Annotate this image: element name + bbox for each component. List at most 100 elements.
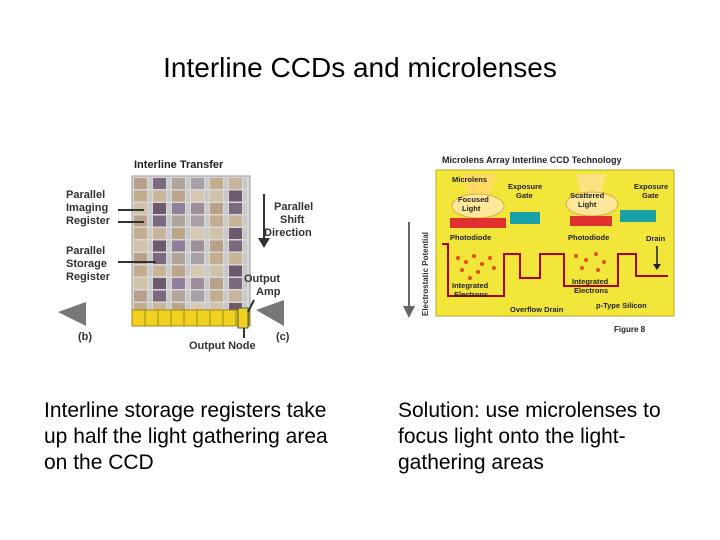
storage-cell xyxy=(148,290,152,302)
storage-cell xyxy=(243,215,247,227)
potential-axis-arrowhead xyxy=(403,306,415,318)
storage-cell xyxy=(186,290,190,302)
pixel-cell xyxy=(134,203,147,214)
label-line: Parallel xyxy=(66,245,105,257)
storage-cell xyxy=(186,278,190,289)
storage-cell xyxy=(205,253,209,264)
storage-cell xyxy=(167,228,171,239)
pixel-cell xyxy=(191,290,204,302)
pixel-cell xyxy=(172,178,185,189)
pixel-cell xyxy=(210,290,223,302)
pixel-cell xyxy=(229,240,242,252)
storage-cell xyxy=(243,240,247,252)
storage-cell xyxy=(167,303,171,314)
pixel-cell xyxy=(153,240,166,252)
parallel-storage-register-label: Parallel Storage Register xyxy=(66,245,111,283)
storage-cell xyxy=(186,178,190,189)
storage-cell xyxy=(148,190,152,202)
storage-cell xyxy=(148,253,152,264)
pixel-cell xyxy=(153,228,166,239)
pixel-cell xyxy=(191,278,204,289)
pixel-cell xyxy=(191,303,204,314)
pixel-cell xyxy=(153,203,166,214)
pixel-cell xyxy=(210,278,223,289)
storage-cell xyxy=(205,278,209,289)
pixel-cell xyxy=(191,265,204,277)
pixel-cell xyxy=(153,253,166,264)
storage-cell xyxy=(224,290,228,302)
pixel-cell xyxy=(172,228,185,239)
storage-cell xyxy=(243,178,247,189)
left-triangle-icon xyxy=(58,302,86,326)
pixel-cell xyxy=(229,278,242,289)
scattered-light-label: Light xyxy=(578,200,597,209)
storage-cell xyxy=(148,203,152,214)
pixel-cell xyxy=(153,190,166,202)
photodiode-left-top xyxy=(450,218,506,228)
pixel-cells xyxy=(134,178,247,314)
pixel-cell xyxy=(172,303,185,314)
pixel-cell xyxy=(191,203,204,214)
pixel-cell xyxy=(172,265,185,277)
storage-cell xyxy=(186,190,190,202)
storage-cell xyxy=(167,215,171,227)
integrated-electrons-left-label: Integrated xyxy=(452,281,489,290)
interline-transfer-diagram: Interline Transfer Parallel Imaging Regi… xyxy=(58,150,320,360)
label-line: Amp xyxy=(256,286,281,298)
storage-cell xyxy=(243,228,247,239)
pixel-cell xyxy=(229,303,242,314)
storage-cell xyxy=(224,190,228,202)
storage-cell xyxy=(243,278,247,289)
storage-cell xyxy=(186,215,190,227)
pixel-cell xyxy=(229,253,242,264)
storage-cell xyxy=(205,265,209,277)
storage-cell xyxy=(224,265,228,277)
pixel-cell xyxy=(229,178,242,189)
horizontal-register-cells xyxy=(144,310,250,326)
storage-cell xyxy=(186,203,190,214)
storage-cell xyxy=(205,303,209,314)
electrostatic-potential-label: Electrostatic Potential xyxy=(421,232,430,316)
storage-cell xyxy=(243,290,247,302)
pixel-cell xyxy=(229,215,242,227)
pixel-cell xyxy=(172,290,185,302)
potential-well-line xyxy=(442,243,668,297)
photodiode-right-top xyxy=(570,216,612,226)
horizontal-register xyxy=(131,309,251,327)
electrons-left xyxy=(456,254,496,280)
storage-cell xyxy=(186,240,190,252)
left-caption: Interline storage registers take up half… xyxy=(44,399,328,474)
electrons-right xyxy=(574,252,606,272)
pixel-cell xyxy=(191,228,204,239)
storage-cell xyxy=(205,190,209,202)
storage-cell xyxy=(224,278,228,289)
storage-cell xyxy=(243,253,247,264)
storage-cell xyxy=(205,240,209,252)
p-type-silicon-label: p-Type Silicon xyxy=(596,301,647,310)
pixel-cell xyxy=(229,190,242,202)
pixel-cell xyxy=(153,290,166,302)
storage-cell xyxy=(186,265,190,277)
storage-cell xyxy=(148,278,152,289)
pixel-cell xyxy=(153,265,166,277)
exposure-gate-left-label: Gate xyxy=(516,191,533,200)
storage-cell xyxy=(167,278,171,289)
pixel-cell xyxy=(134,290,147,302)
storage-cell xyxy=(148,178,152,189)
storage-cell xyxy=(148,215,152,227)
output-node-block xyxy=(237,307,249,329)
pixel-cell xyxy=(172,253,185,264)
pixel-cell xyxy=(191,215,204,227)
label-line: Direction xyxy=(264,227,312,239)
exposure-gate-left xyxy=(510,212,540,224)
storage-cell xyxy=(186,253,190,264)
pixel-cell xyxy=(172,215,185,227)
label-b: (b) xyxy=(78,331,92,343)
slide-title: Interline CCDs and microlenses xyxy=(163,52,557,83)
figure-number-label: Figure 8 xyxy=(614,325,646,334)
storage-cell xyxy=(243,265,247,277)
right-caption: Solution: use microlenses to focus light… xyxy=(398,399,661,474)
label-line: Register xyxy=(66,215,111,227)
exposure-gate-right-label: Exposure xyxy=(634,182,668,191)
storage-cell xyxy=(167,203,171,214)
